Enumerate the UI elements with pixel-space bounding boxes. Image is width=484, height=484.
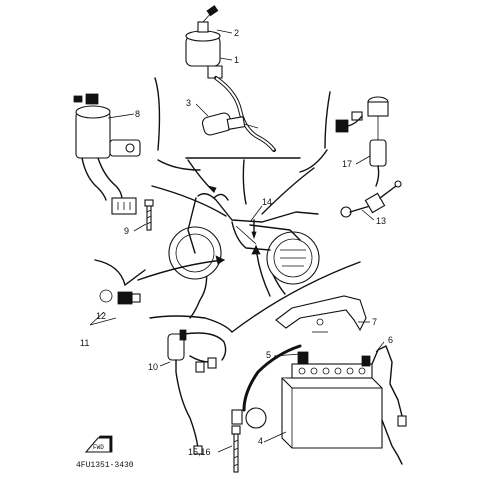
callout-4: 4 <box>258 436 263 446</box>
callout-13: 13 <box>376 216 386 226</box>
callout-1: 1 <box>234 55 239 65</box>
sep-center-top <box>157 159 201 171</box>
leader-lines <box>107 29 385 453</box>
battery <box>281 345 407 465</box>
callout-7: 7 <box>372 317 377 327</box>
callout-5: 5 <box>266 350 271 360</box>
level-sensor <box>335 96 389 187</box>
terminal-bolt <box>231 425 241 473</box>
callout-3: 3 <box>186 98 191 108</box>
callout-6: 6 <box>388 335 393 345</box>
main-switch <box>73 93 141 215</box>
fwd-label: FWD <box>93 444 104 451</box>
callout-15-16: 15,16 <box>188 447 211 457</box>
starter-relay <box>167 329 227 455</box>
ground-lead <box>340 180 402 218</box>
battery-band <box>275 295 367 333</box>
main-switch-bolt <box>144 199 154 231</box>
location-arrows <box>137 159 315 297</box>
callout-numbers: 2 1 3 8 9 17 13 14 12 11 7 5 6 10 4 15,1… <box>80 28 393 457</box>
callout-10: 10 <box>148 362 158 372</box>
callout-9: 9 <box>124 226 129 236</box>
ignition-coil <box>185 5 276 152</box>
neutral-switch <box>89 289 141 326</box>
callout-17: 17 <box>342 159 352 169</box>
reference-code: 4FU1351-3430 <box>76 461 134 470</box>
callout-2: 2 <box>234 28 239 38</box>
callout-12: 12 <box>96 311 106 321</box>
fwd-direction-badge: FWD <box>84 435 113 453</box>
callout-14: 14 <box>262 197 272 207</box>
battery-breather <box>231 344 302 429</box>
callout-11: 11 <box>80 338 89 348</box>
spark-plug-cap <box>201 112 259 136</box>
callout-8: 8 <box>135 109 140 119</box>
motorcycle-illustration <box>168 193 320 285</box>
